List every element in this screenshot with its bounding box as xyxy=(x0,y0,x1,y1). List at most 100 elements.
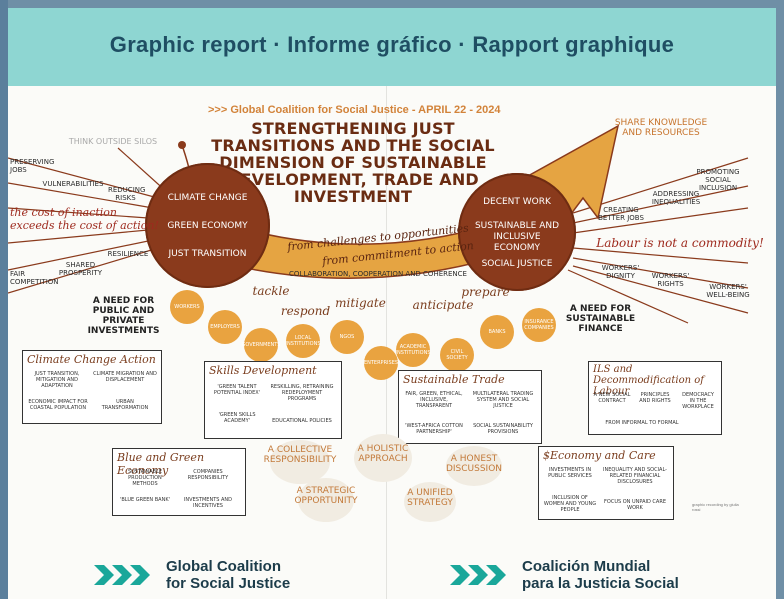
note-rights: WORKERS' RIGHTS xyxy=(651,272,690,288)
footer-line: para la Justicia Social xyxy=(522,575,679,592)
box-item: INEQUALITY AND SOCIAL-RELATED FINANCIAL … xyxy=(603,467,667,485)
note-creating: CREATING BETTER JOBS xyxy=(598,206,644,222)
box-care: $Economy and Care INVESTMENTS IN PUBLIC … xyxy=(538,446,674,520)
idea-circle xyxy=(354,434,412,482)
box-title: Climate Change Action xyxy=(27,353,156,366)
note-addressing: ADDRESSING INEQUALITIES xyxy=(651,190,701,206)
note-reducing: REDUCING RISKS xyxy=(108,186,146,202)
idea-circle xyxy=(446,446,502,486)
verb-prepare: prepare xyxy=(461,285,510,299)
box-title: Blue and Green Economy xyxy=(117,451,205,477)
note-share: SHARE KNOWLEDGE AND RESOURCES xyxy=(614,118,708,138)
box-item: MULTILATERAL TRADING SYSTEM AND SOCIAL J… xyxy=(472,391,534,409)
right-circle: DECENT WORK SUSTAINABLE AND INCLUSIVE EC… xyxy=(458,173,576,291)
note-shared: SHARED PROSPERITY xyxy=(58,261,103,277)
box-item: 'GREEN TALENT POTENTIAL INDEX' xyxy=(213,384,261,396)
panel-seam xyxy=(386,86,387,599)
event-subtitle: >>> Global Coalition for Social Justice … xyxy=(208,104,501,116)
note-inaction: the cost of inaction exceeds the cost of… xyxy=(10,206,159,232)
actor-bubble: CIVIL SOCIETY xyxy=(440,338,474,372)
footer-line: Global Coalition xyxy=(166,558,281,575)
note-resilience: RESILIENCE xyxy=(107,250,149,258)
box-item: INVESTMENTS IN PUBLIC SERVICES xyxy=(548,467,592,479)
actor-bubble: NGOs xyxy=(330,320,364,354)
left-circle-item: CLIMATE CHANGE xyxy=(167,193,248,203)
note-promoting: PROMOTING SOCIAL INCLUSION xyxy=(696,168,740,192)
box-item: EDUCATIONAL POLICIES xyxy=(272,418,332,424)
box-item: INCLUSION OF WOMEN AND YOUNG PEOPLE xyxy=(543,495,597,513)
note-think-silos: THINK OUTSIDE SILOS xyxy=(68,137,158,146)
box-item: FOCUS ON UNPAID CARE WORK xyxy=(604,499,666,511)
idea-holistic: A HOLISTIC APPROACH xyxy=(357,444,409,464)
wall-background xyxy=(0,0,8,599)
box-item: JUST TRANSITION, MITIGATION AND ADAPTATI… xyxy=(34,371,80,389)
footer-line: Coalición Mundial xyxy=(522,558,651,575)
verb-mitigate: mitigate xyxy=(335,296,386,310)
idea-strategic: A STRATEGIC OPPORTUNITY xyxy=(294,486,358,506)
actor-bubble: BANKS xyxy=(480,315,514,349)
note-wellbeing: WORKERS' WELL-BEING xyxy=(706,283,750,299)
right-rays xyxy=(567,157,749,324)
chevron-logo-icon xyxy=(94,565,150,585)
actor-bubble: EMPLOYERS xyxy=(208,310,242,344)
box-item: FAIR, GREEN, ETHICAL, INCLUSIVE, TRANSPA… xyxy=(405,391,463,409)
actor-bubble: GOVERNMENTS xyxy=(242,328,280,362)
footer-org-name-en: Global Coalition for Social Justice xyxy=(166,558,290,592)
actor-bubble: LOCAL INSTITUTIONS xyxy=(286,324,321,358)
right-circle-item: SOCIAL JUSTICE xyxy=(481,259,553,269)
box-ils: ILS and Decommodification of Labour A NE… xyxy=(588,361,722,435)
artist-credit: graphic recording by giulia rossi xyxy=(692,502,739,512)
box-item: SOCIAL SUSTAINABILITY PROVISIONS xyxy=(473,423,533,435)
note-dignity: WORKERS' DIGNITY xyxy=(601,264,640,280)
header-title: Graphic report · Informe gráfico · Rappo… xyxy=(109,32,675,57)
box-item: COMPANIES RESPONSIBILITY xyxy=(187,469,229,481)
box-item: FROM INFORMAL TO FORMAL xyxy=(605,420,679,426)
idea-circle xyxy=(404,482,456,522)
right-circle-item: SUSTAINABLE AND INCLUSIVE ECONOMY xyxy=(474,221,560,253)
need-finance: A NEED FOR SUSTAINABLE FINANCE xyxy=(565,304,636,334)
box-title: $Economy and Care xyxy=(543,449,656,462)
note-vulnerabilities: VULNERABILITIES xyxy=(42,180,104,188)
box-item: URBAN TRANSFORMATION xyxy=(101,399,149,411)
box-item: SUSTAINABLE PRODUCTION METHODS xyxy=(127,469,163,487)
note-labour: Labour is not a commodity! xyxy=(596,236,764,250)
left-circle-item: JUST TRANSITION xyxy=(168,249,247,259)
box-item: PRINCIPLES AND RIGHTS xyxy=(639,392,671,404)
need-investments: A NEED FOR PUBLIC AND PRIVATE INVESTMENT… xyxy=(87,296,160,336)
chevron-logo-icon xyxy=(450,565,506,585)
actor-bubble: ACADEMIC INSTITUTIONS xyxy=(396,333,431,367)
box-climate-action: Climate Change Action JUST TRANSITION, M… xyxy=(22,350,162,424)
note-fair: FAIR COMPETITION xyxy=(10,270,59,286)
footer-logo-left: Global Coalition for Social Justice xyxy=(94,558,290,592)
box-title: Sustainable Trade xyxy=(403,373,505,386)
box-item: ECONOMIC IMPACT FOR COASTAL POPULATION xyxy=(28,399,88,411)
actor-bubble: WORKERS xyxy=(170,290,204,324)
box-blue-green: Blue and Green Economy SUSTAINABLE PRODU… xyxy=(112,448,246,516)
verb-anticipate: anticipate xyxy=(412,298,474,312)
verb-respond: respond xyxy=(280,304,331,318)
box-title: Skills Development xyxy=(209,364,317,377)
verb-tackle: tackle xyxy=(252,284,290,298)
idea-collective: A COLLECTIVE RESPONSIBILITY xyxy=(263,445,337,465)
box-item: RESKILLING, RETRAINING REDEPLOYMENT PROG… xyxy=(270,384,334,402)
footer-org-name-es: Coalición Mundial para la Justicia Socia… xyxy=(522,558,679,592)
idea-circle xyxy=(298,478,354,522)
right-circle-item: DECENT WORK xyxy=(483,197,551,207)
actor-bubble: INSURANCE COMPANIES xyxy=(522,308,556,342)
box-item: 'GREEN SKILLS ACADEMY' xyxy=(218,412,256,424)
box-item: 'BLUE GREEN BANK' xyxy=(120,497,170,503)
main-title: STRENGTHENING JUST TRANSITIONS AND THE S… xyxy=(211,119,495,206)
idea-unified: A UNIFIED STRATEGY xyxy=(407,488,453,508)
box-item: A NEW SOCIAL CONTRACT xyxy=(593,392,631,404)
header-banner: Graphic report · Informe gráfico · Rappo… xyxy=(8,8,776,86)
left-circle-item: GREEN ECONOMY xyxy=(167,221,248,231)
box-title: ILS and Decommodification of Labour xyxy=(593,364,704,397)
collab-text: COLLABORATION, COOPERATION AND COHERENCE xyxy=(289,270,467,278)
idea-circle xyxy=(270,440,330,484)
box-item: 'WEST-AFRICA COTTON PARTNERSHIP' xyxy=(405,423,463,435)
footer-line: for Social Justice xyxy=(166,575,291,592)
box-item: INVESTMENTS AND INCENTIVES xyxy=(183,497,233,509)
box-skills: Skills Development 'GREEN TALENT POTENTI… xyxy=(204,361,342,439)
box-item: CLIMATE MIGRATION AND DISPLACEMENT xyxy=(93,371,157,383)
note-preserving: PRESERVING JOBS xyxy=(10,158,55,174)
